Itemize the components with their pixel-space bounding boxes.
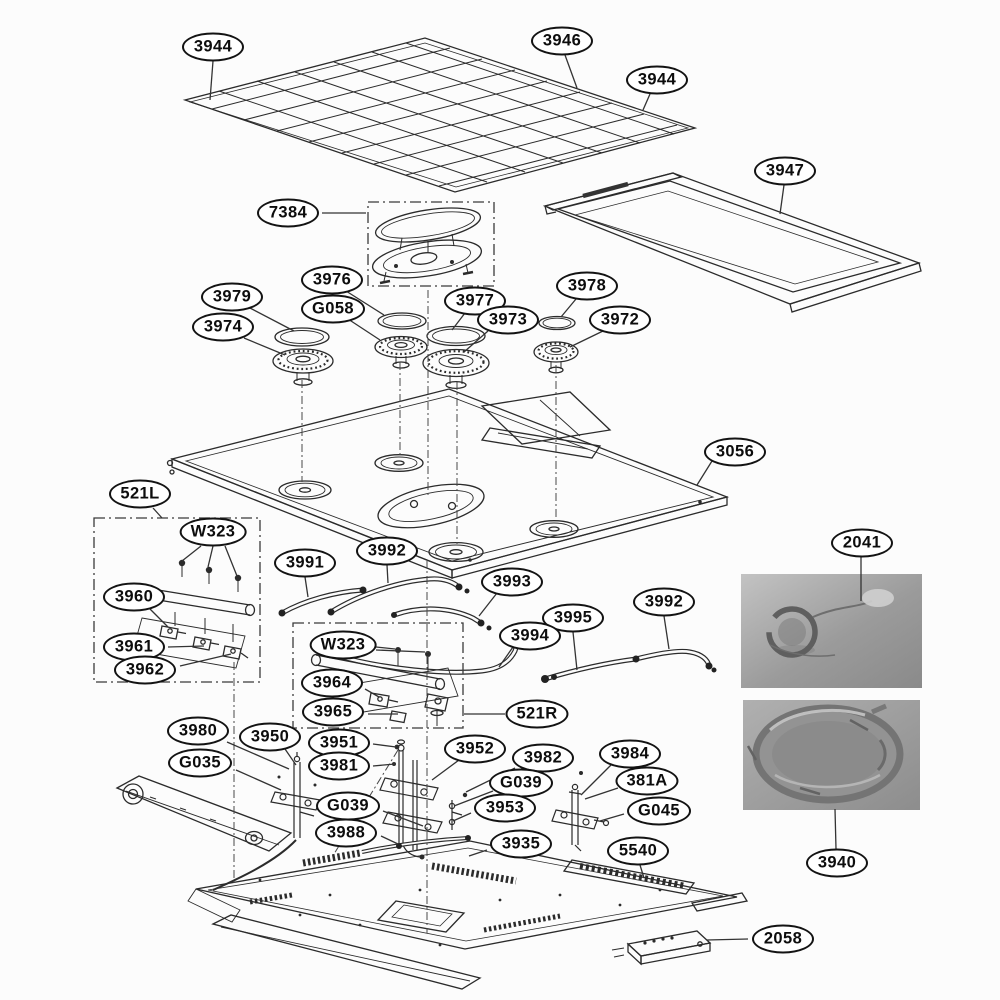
callout-521L: 521L: [109, 479, 171, 509]
igniter-cluster-left: [212, 752, 321, 891]
callout-3991: 3991: [274, 548, 336, 578]
callout-3988: 3988: [315, 818, 377, 848]
callout-3992-left: 3992: [356, 536, 418, 566]
callout-2041: 2041: [831, 528, 893, 558]
callout-7384: 7384: [257, 198, 319, 228]
callout-G058: G058: [301, 294, 365, 324]
callout-3978: 3978: [556, 271, 618, 301]
manifold-bolts-left: [178, 559, 242, 582]
callout-G045: G045: [627, 796, 691, 826]
spark-module: [611, 930, 712, 966]
gas-valves-left: [159, 625, 249, 660]
callout-3976: 3976: [301, 265, 363, 295]
callout-3973: 3973: [477, 305, 539, 335]
callout-381A: 381A: [615, 766, 679, 796]
callout-3994: 3994: [499, 621, 561, 651]
photo-inset-3940: [743, 700, 920, 810]
callout-3972: 3972: [589, 305, 651, 335]
callout-3962: 3962: [114, 655, 176, 685]
lower-pipe: [361, 835, 471, 854]
callout-3947: 3947: [754, 156, 816, 186]
cooktop-panel: [166, 388, 730, 579]
igniter-clusters: [212, 739, 610, 891]
heat-shield-strip: [562, 859, 696, 895]
callout-3979: 3979: [201, 282, 263, 312]
manifold-left-assembly: [93, 517, 261, 683]
callout-3992-right: 3992: [633, 587, 695, 617]
gas-valves-right: [368, 692, 449, 726]
side-bracket: [115, 775, 293, 852]
callout-G039-mid: G039: [316, 791, 380, 821]
burner-head-3974: [272, 348, 334, 386]
oval-burner-assembly: [367, 201, 495, 287]
callout-W323-left: W323: [179, 517, 247, 547]
callout-3982: 3982: [512, 743, 574, 773]
griddle-plate: [542, 172, 922, 313]
callout-3984: 3984: [599, 739, 661, 769]
callout-G035: G035: [168, 748, 232, 778]
callout-3953: 3953: [474, 793, 536, 823]
callout-3946: 3946: [531, 26, 593, 56]
callout-3965: 3965: [302, 697, 364, 727]
callout-3940: 3940: [806, 848, 868, 878]
gas-pipes: [278, 576, 717, 683]
callout-3944-right: 3944: [626, 65, 688, 95]
callout-3952: 3952: [444, 734, 506, 764]
callout-3964: 3964: [301, 668, 363, 698]
callout-3981: 3981: [308, 751, 370, 781]
callout-2058: 2058: [752, 924, 814, 954]
igniter-cluster-right: [551, 771, 610, 852]
leader-lines: [149, 54, 862, 941]
callout-G039-right: G039: [489, 768, 553, 798]
callout-5540: 5540: [607, 836, 669, 866]
callout-W323-right: W323: [309, 630, 377, 660]
callout-3960: 3960: [103, 582, 165, 612]
callout-3993: 3993: [481, 567, 543, 597]
burner-grates: [182, 37, 698, 193]
burner-head-g058: [374, 335, 428, 369]
callout-3980: 3980: [167, 716, 229, 746]
callout-3056: 3056: [704, 437, 766, 467]
callout-3935: 3935: [490, 829, 552, 859]
callout-3974: 3974: [192, 312, 254, 342]
projection-lines: [233, 290, 557, 933]
base-pan: [187, 840, 749, 990]
callout-521R: 521R: [505, 699, 569, 729]
callout-3950: 3950: [239, 722, 301, 752]
igniter-cluster-middle: [379, 739, 468, 860]
callout-3944-left: 3944: [182, 32, 244, 62]
burner-head-3973: [422, 348, 490, 390]
photo-inset-2041: [741, 574, 922, 688]
